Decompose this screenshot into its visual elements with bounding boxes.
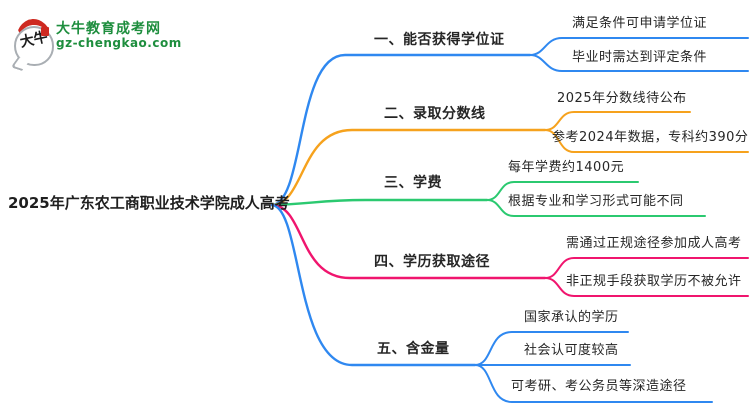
branch-2-line — [270, 128, 547, 207]
site-name: 大牛教育成考网 — [56, 21, 161, 37]
root-topic: 2025年广东农工商职业技术学院成人高考 — [8, 194, 290, 212]
branch-2-child-1-label: 2025年分数线待公布 — [557, 91, 687, 106]
branch-3-label: 三、学费 — [384, 175, 442, 191]
site-logo: 大牛 大牛教育成考网 gz-chengkao.com — [0, 0, 220, 80]
branch-4-label: 四、学历获取途径 — [374, 254, 490, 270]
speech-bubble-tail — [10, 57, 30, 71]
branch-2-label: 二、录取分数线 — [384, 106, 486, 122]
branch-5-child-1-label: 国家承认的学历 — [524, 310, 619, 325]
branch-4-child-1-label: 需通过正规途径参加成人高考 — [566, 236, 742, 251]
branch-2-child-2-label: 参考2024年数据，专科约390分 — [552, 130, 749, 145]
branch-5-child-3-label: 可考研、考公务员等深造途径 — [511, 379, 687, 394]
branch-4-child-2-label: 非正规手段获取学历不被允许 — [566, 274, 742, 289]
branch-5-label: 五、含金量 — [377, 341, 450, 357]
site-url: gz-chengkao.com — [56, 36, 182, 50]
branch-5-child-2-label: 社会认可度较高 — [524, 343, 619, 358]
branch-3-line — [270, 198, 489, 207]
branch-1-label: 一、能否获得学位证 — [374, 32, 505, 48]
logo-seal-icon — [41, 27, 49, 36]
branch-1-child-1-label: 满足条件可申请学位证 — [572, 16, 708, 31]
branch-3-child-2-label: 根据专业和学习形式可能不同 — [508, 194, 684, 209]
branch-3-child-1-label: 每年学费约1400元 — [508, 160, 625, 175]
branch-2-child-1-line — [544, 111, 691, 131]
branch-1-child-2-label: 毕业时需达到评定条件 — [572, 50, 708, 65]
